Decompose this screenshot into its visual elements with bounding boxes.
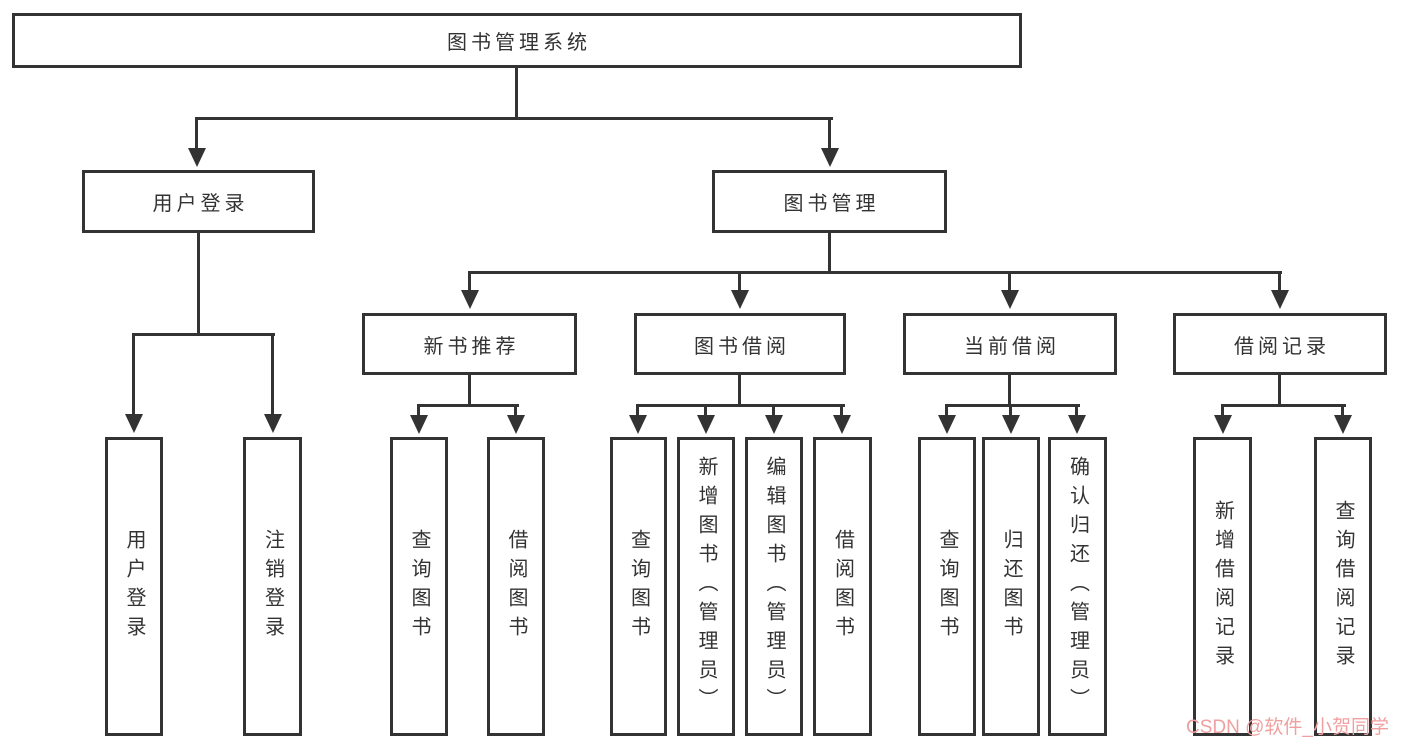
arrowhead-icon (125, 414, 143, 433)
leaf-query-book-3-label: 查询图书 (936, 528, 958, 645)
node-root-label: 图书管理系统 (447, 32, 591, 54)
leaf-user-login-label: 用户登录 (123, 528, 145, 645)
arrowhead-icon (264, 414, 282, 433)
leaf-edit-book-admin-label: 编辑图书（管理员） (763, 456, 785, 717)
leaf-add-borrow-record: 新增借阅记录 (1193, 437, 1252, 736)
node-book-management-label: 图书管理 (783, 193, 880, 215)
leaf-query-book-2: 查询图书 (610, 437, 667, 736)
connector (738, 375, 741, 407)
leaf-return-book-label: 归还图书 (1000, 528, 1022, 645)
leaf-query-book-2-label: 查询图书 (627, 528, 650, 645)
connector (1341, 404, 1344, 418)
connector (1221, 404, 1224, 418)
leaf-query-borrow-record-label: 查询借阅记录 (1332, 499, 1354, 674)
arrowhead-icon (507, 415, 525, 434)
arrowhead-icon (731, 290, 749, 309)
node-user-login: 用户登录 (82, 170, 315, 233)
connector (828, 233, 831, 273)
connector (1075, 404, 1078, 418)
leaf-add-book-admin-label: 新增图书（管理员） (695, 456, 717, 717)
connector (468, 375, 471, 407)
connector (1008, 271, 1011, 291)
node-current-borrow-label: 当前借阅 (964, 335, 1060, 358)
arrowhead-icon (1334, 415, 1352, 434)
arrowhead-icon (1271, 290, 1289, 309)
node-root: 图书管理系统 (12, 13, 1022, 68)
leaf-add-book-admin: 新增图书（管理员） (677, 437, 735, 736)
connector (468, 271, 1282, 274)
node-book-borrow: 图书借阅 (634, 313, 846, 375)
node-new-book-recommend-label: 新书推荐 (423, 335, 520, 358)
arrowhead-icon (1068, 415, 1086, 434)
connector (738, 271, 741, 291)
leaf-confirm-return-admin: 确认归还（管理员） (1048, 437, 1107, 736)
connector (828, 117, 831, 149)
connector (636, 404, 639, 418)
arrowhead-icon (1214, 415, 1232, 434)
connector (196, 117, 833, 120)
leaf-edit-book-admin: 编辑图书（管理员） (745, 437, 803, 736)
arrowhead-icon (1001, 290, 1019, 309)
connector (945, 404, 1080, 407)
connector (271, 333, 274, 415)
connector (1278, 271, 1281, 291)
leaf-borrow-book-1-label: 借阅图书 (505, 528, 527, 645)
connector (195, 117, 198, 149)
connector (1008, 375, 1011, 407)
leaf-borrow-book-2: 借阅图书 (813, 437, 872, 736)
leaf-query-borrow-record: 查询借阅记录 (1314, 437, 1372, 736)
node-book-management: 图书管理 (712, 170, 947, 233)
connector (1278, 375, 1281, 407)
connector (132, 333, 135, 415)
arrowhead-icon (821, 148, 839, 167)
watermark: CSDN @软件_小贺同学 (1186, 717, 1389, 738)
node-current-borrow: 当前借阅 (903, 313, 1117, 375)
connector (417, 404, 519, 407)
arrowhead-icon (697, 415, 715, 434)
arrowhead-icon (461, 290, 479, 309)
arrowhead-icon (833, 415, 851, 434)
connector (636, 404, 845, 407)
connector (515, 68, 518, 117)
leaf-query-book-1: 查询图书 (390, 437, 448, 736)
arrowhead-icon (765, 415, 783, 434)
leaf-query-book-1-label: 查询图书 (408, 528, 430, 645)
leaf-return-book: 归还图书 (982, 437, 1040, 736)
connector (840, 404, 843, 418)
leaf-logout-label: 注销登录 (261, 528, 284, 645)
node-borrow-record: 借阅记录 (1173, 313, 1387, 375)
arrowhead-icon (629, 415, 647, 434)
leaf-query-book-3: 查询图书 (918, 437, 976, 736)
leaf-user-login: 用户登录 (105, 437, 163, 736)
connector (417, 404, 420, 418)
connector (1221, 404, 1346, 407)
connector (704, 404, 707, 418)
leaf-confirm-return-admin-label: 确认归还（管理员） (1066, 456, 1089, 717)
node-book-borrow-label: 图书借阅 (694, 335, 790, 358)
connector (945, 404, 948, 418)
connector (132, 333, 275, 336)
connector (1009, 404, 1012, 418)
leaf-borrow-book-2-label: 借阅图书 (831, 528, 854, 645)
leaf-borrow-book-1: 借阅图书 (487, 437, 545, 736)
connector (514, 404, 517, 418)
connector (468, 271, 471, 291)
node-borrow-record-label: 借阅记录 (1234, 335, 1330, 358)
node-new-book-recommend: 新书推荐 (362, 313, 577, 375)
arrowhead-icon (410, 415, 428, 434)
arrowhead-icon (188, 148, 206, 167)
node-user-login-label: 用户登录 (152, 193, 249, 215)
arrowhead-icon (938, 415, 956, 434)
arrowhead-icon (1002, 415, 1020, 434)
connector (772, 404, 775, 418)
connector (197, 233, 200, 336)
leaf-logout: 注销登录 (243, 437, 302, 736)
leaf-add-borrow-record-label: 新增借阅记录 (1211, 499, 1234, 674)
